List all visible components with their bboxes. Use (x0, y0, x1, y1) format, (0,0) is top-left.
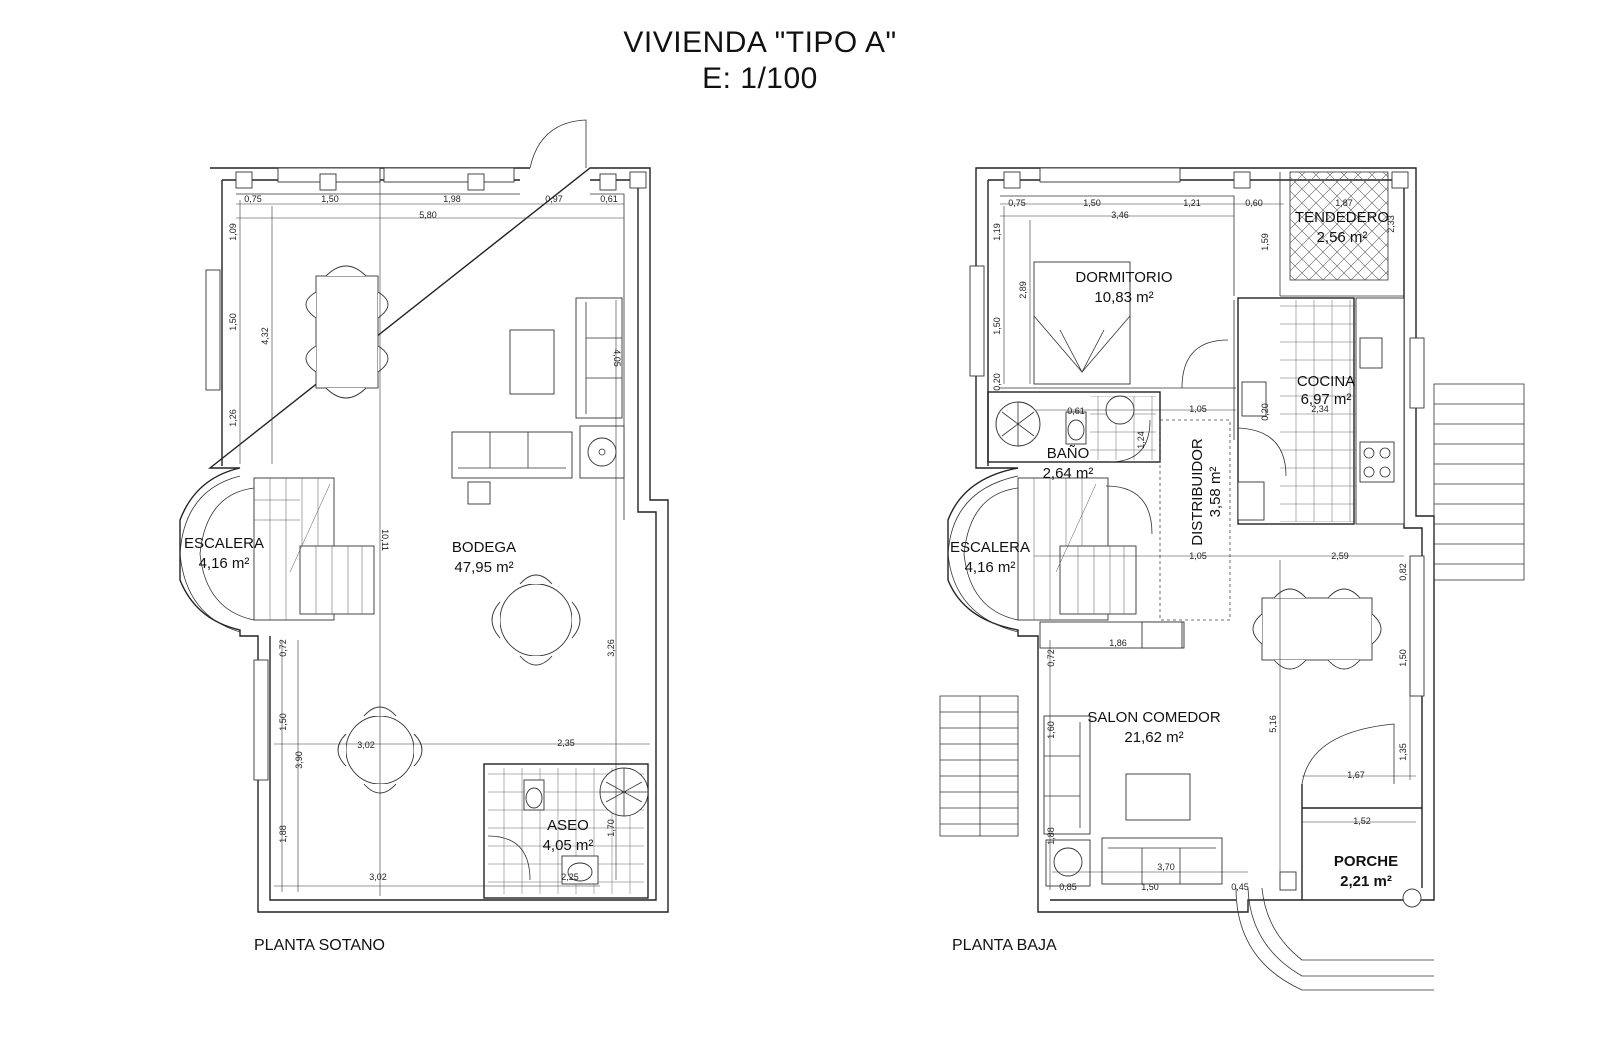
dim: 0,20 (992, 373, 1002, 391)
dim: 1,35 (1398, 743, 1408, 761)
room-salon-area: 21,62 m² (1124, 729, 1183, 746)
dim: 5,80 (419, 210, 437, 220)
dim: 4,32 (260, 327, 270, 345)
dim: 3,90 (294, 751, 304, 769)
room-cocina-area: 6,97 m² (1301, 391, 1352, 408)
plan-baja-name: PLANTA BAJA (952, 937, 1057, 954)
dim: 0,97 (545, 194, 563, 204)
room-cocina-name: COCINA (1297, 373, 1355, 390)
dim: 2,33 (1386, 215, 1396, 233)
room-porche-area: 2,21 m² (1340, 873, 1392, 890)
dim: 1,09 (228, 223, 238, 241)
plan-baja: 0,75 1,50 1,21 0,60 1,87 3,46 1,19 2,89 … (939, 167, 1525, 991)
dim: 2,25 (561, 872, 579, 882)
dim: 1,24 (1136, 431, 1146, 449)
dim: 1,50 (228, 313, 238, 331)
dim: 2,89 (1018, 281, 1028, 299)
room-distribuidor-name: DISTRIBUIDOR (1189, 438, 1206, 546)
room-tendedero-area: 2,56 m² (1317, 229, 1368, 246)
room-aseo-area: 4,05 m² (543, 837, 594, 854)
dim: 0,61 (1067, 406, 1085, 416)
dim: 1,19 (992, 223, 1002, 241)
room-dormitorio-name: DORMITORIO (1075, 269, 1172, 286)
dim: 1,26 (228, 409, 238, 427)
plan-sotano: 0,75 1,50 1,98 0,97 0,61 5,80 1,09 1,50 … (179, 119, 669, 954)
dim: 0,72 (1046, 649, 1056, 667)
dim: 1,88 (1046, 827, 1056, 845)
dim: 0,61 (600, 194, 618, 204)
dim: 0,45 (1231, 882, 1249, 892)
dim: 1,70 (606, 819, 616, 837)
dim: 2,34 (1311, 404, 1329, 414)
dim: 3,46 (1111, 210, 1129, 220)
room-escalera-area: 4,16 m² (965, 559, 1016, 576)
dim: 3,70 (1157, 862, 1175, 872)
room-dormitorio-area: 10,83 m² (1094, 289, 1153, 306)
dim: 0,75 (1008, 198, 1026, 208)
dim: 2,35 (557, 738, 575, 748)
room-escalera-name: ESCALERA (184, 535, 264, 552)
room-porche-name: PORCHE (1334, 853, 1398, 870)
drawing-scale: E: 1/100 (702, 62, 818, 95)
room-aseo-name: ASEO (547, 817, 589, 834)
dim: 1,50 (1083, 198, 1101, 208)
dim: 4,05 (612, 349, 622, 367)
dim: 1,50 (992, 317, 1002, 335)
dim: 0,20 (1260, 403, 1270, 421)
room-distribuidor-area: 3,58 m² (1207, 467, 1224, 518)
dim: 2,59 (1331, 551, 1349, 561)
dim: 1,87 (1335, 198, 1353, 208)
dim: 10,11 (380, 529, 390, 551)
dim: 1,50 (278, 713, 288, 731)
dim: 3,26 (606, 639, 616, 657)
room-bano-name: BAÑO (1047, 445, 1090, 462)
room-bodega-name: BODEGA (452, 539, 516, 556)
room-bodega-area: 47,95 m² (454, 559, 513, 576)
dim: 1,52 (1353, 816, 1371, 826)
dim: 3,02 (357, 740, 375, 750)
dim: 1,59 (1260, 233, 1270, 251)
dim: 1,86 (1109, 638, 1127, 648)
room-bano-area: 2,64 m² (1043, 465, 1094, 482)
dim: 0,85 (1059, 882, 1077, 892)
dim: 1,88 (278, 825, 288, 843)
dim: 1,60 (1046, 721, 1056, 739)
room-salon-name: SALON COMEDOR (1087, 709, 1221, 726)
dim: 0,82 (1398, 563, 1408, 581)
room-escalera-area: 4,16 m² (199, 555, 250, 572)
dim: 5,16 (1268, 715, 1278, 733)
baja-outer-wall (947, 167, 1435, 913)
dim: 1,05 (1189, 551, 1207, 561)
room-escalera-name: ESCALERA (950, 539, 1030, 556)
dim: 0,60 (1245, 198, 1263, 208)
room-tendedero-name: TENDEDERO (1295, 209, 1389, 226)
drawing-title: VIVIENDA "TIPO A" (623, 26, 897, 59)
dim: 1,50 (1398, 649, 1408, 667)
dim: 3,02 (369, 872, 387, 882)
dim: 1,50 (321, 194, 339, 204)
dim: 1,21 (1183, 198, 1201, 208)
dim: 0,75 (244, 194, 262, 204)
dim: 1,05 (1189, 404, 1207, 414)
dim: 0,72 (278, 639, 288, 657)
plan-sotano-name: PLANTA SOTANO (254, 937, 385, 954)
dim: 1,67 (1347, 770, 1365, 780)
dim: 1,98 (443, 194, 461, 204)
dim: 1,50 (1141, 882, 1159, 892)
